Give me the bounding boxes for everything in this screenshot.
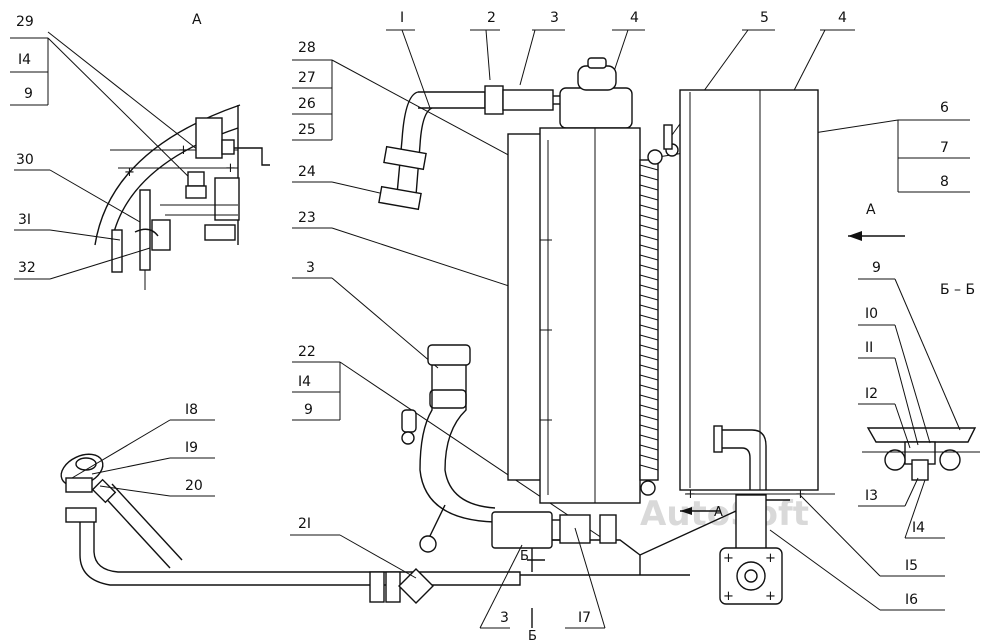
callout-21: 2I xyxy=(298,516,311,532)
callout-26: 26 xyxy=(298,96,316,112)
callout-17: I7 xyxy=(578,610,591,626)
callout-4-a: 4 xyxy=(630,10,639,26)
view-a-inset: А 29 I4 9 + + + 30 xyxy=(10,12,270,290)
callout-14-c: I4 xyxy=(912,520,925,536)
radiator-assembly: + + + + А + + xyxy=(378,57,835,605)
callout-3-b: 3 xyxy=(500,610,509,626)
section-mark-top: Б xyxy=(520,549,529,564)
callout-30: 30 xyxy=(16,152,34,168)
svg-text:+: + xyxy=(178,143,189,158)
section-mark-bottom: Б xyxy=(528,629,537,640)
view-a-title: А xyxy=(192,12,202,28)
svg-text:+: + xyxy=(685,487,696,502)
callout-11: II xyxy=(865,340,873,356)
callout-10: I0 xyxy=(865,306,878,322)
callout-9-b: 9 xyxy=(304,402,313,418)
callout-32: 32 xyxy=(18,260,36,276)
view-arrow-a-small: А xyxy=(714,505,723,520)
left-callouts: 28 27 26 25 24 23 3 22 I4 9 xyxy=(292,40,606,541)
callout-6: 6 xyxy=(940,100,949,116)
callout-31: 3I xyxy=(18,212,31,228)
svg-text:+: + xyxy=(723,589,734,604)
callout-27: 27 xyxy=(298,70,316,86)
callout-16: I6 xyxy=(905,592,918,608)
callout-14-a: I4 xyxy=(18,52,31,68)
callout-25: 25 xyxy=(298,122,316,138)
callout-24: 24 xyxy=(298,164,316,180)
svg-text:+: + xyxy=(765,551,776,566)
svg-text:+: + xyxy=(795,487,806,502)
callout-29: 29 xyxy=(16,14,34,30)
callout-14-b: I4 xyxy=(298,374,311,390)
section-title: Б – Б xyxy=(940,282,975,298)
callout-20: 20 xyxy=(185,478,203,494)
callout-3-a: 3 xyxy=(306,260,315,276)
callout-4-b: 4 xyxy=(838,10,847,26)
callout-1: I xyxy=(400,10,404,26)
callout-15: I5 xyxy=(905,558,918,574)
view-arrow-a: А xyxy=(866,202,876,218)
callout-13: I3 xyxy=(865,488,878,504)
callout-12: I2 xyxy=(865,386,878,402)
section-b-b: Б – Б 9 I0 II I2 I3 I4 I5 I6 xyxy=(769,260,980,611)
callout-3-c: 3 xyxy=(550,10,559,26)
callout-8: 8 xyxy=(940,174,949,190)
callout-22: 22 xyxy=(298,344,316,360)
callout-7: 7 xyxy=(940,140,949,156)
callout-2: 2 xyxy=(487,10,496,26)
bottom-pipe: Б Б xyxy=(60,453,545,640)
callout-5: 5 xyxy=(760,10,769,26)
svg-text:+: + xyxy=(124,165,135,180)
callout-9-a: 9 xyxy=(24,86,33,102)
callout-28: 28 xyxy=(298,40,316,56)
svg-text:+: + xyxy=(225,161,236,176)
callout-23: 23 xyxy=(298,210,316,226)
svg-text:+: + xyxy=(765,589,776,604)
svg-text:+: + xyxy=(723,551,734,566)
bottom-left-callouts: I8 I9 20 2I 3 I7 xyxy=(71,402,606,629)
callout-18: I8 xyxy=(185,402,198,418)
callout-9-c: 9 xyxy=(872,260,881,276)
callout-19: I9 xyxy=(185,440,198,456)
